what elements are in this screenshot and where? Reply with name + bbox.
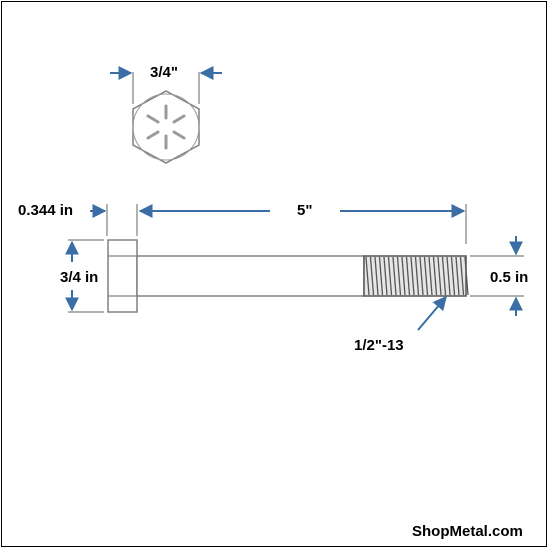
thread-line	[374, 256, 379, 296]
hex-outline	[132, 90, 200, 164]
hex-washer-circle	[132, 93, 200, 161]
thread-line	[437, 256, 442, 296]
thread-spec-label: 1/2"-13	[354, 337, 404, 354]
thread-line	[455, 256, 460, 296]
thread-line	[419, 256, 424, 296]
thread-line	[450, 256, 456, 296]
thread-line	[410, 256, 415, 296]
thread-line	[392, 256, 397, 296]
thread-line	[423, 256, 429, 296]
thread-lines	[365, 256, 469, 296]
head-across-label: 3/4 in	[60, 269, 99, 286]
thread-line	[401, 256, 406, 296]
brand-watermark: ShopMetal.com	[412, 523, 523, 540]
thread-line	[378, 256, 384, 296]
thread-line	[369, 256, 375, 296]
thread-line	[396, 256, 402, 296]
thread-line	[428, 256, 433, 296]
thread-line	[441, 256, 447, 296]
head-height-label: 0.344 in	[18, 202, 74, 219]
thread-line	[387, 256, 393, 296]
thread-line	[365, 256, 370, 296]
bolt-head	[107, 239, 138, 313]
thread-line	[446, 256, 451, 296]
thread-line	[432, 256, 438, 296]
hex-head-top-view	[132, 72, 200, 164]
bolt-shank	[136, 255, 365, 297]
thread-line	[464, 256, 469, 296]
thread-line	[459, 256, 465, 296]
thread-line	[383, 256, 388, 296]
hex-grade-marks	[146, 104, 186, 150]
thread-diameter-label: 0.5 in	[490, 269, 529, 286]
shank-length-label: 5"	[297, 202, 313, 219]
thread-spec-leader	[417, 295, 447, 331]
thread-line	[405, 256, 411, 296]
bolt-side-view	[68, 204, 524, 313]
thread-line	[414, 256, 420, 296]
hex-width-label: 3/4"	[150, 64, 178, 81]
